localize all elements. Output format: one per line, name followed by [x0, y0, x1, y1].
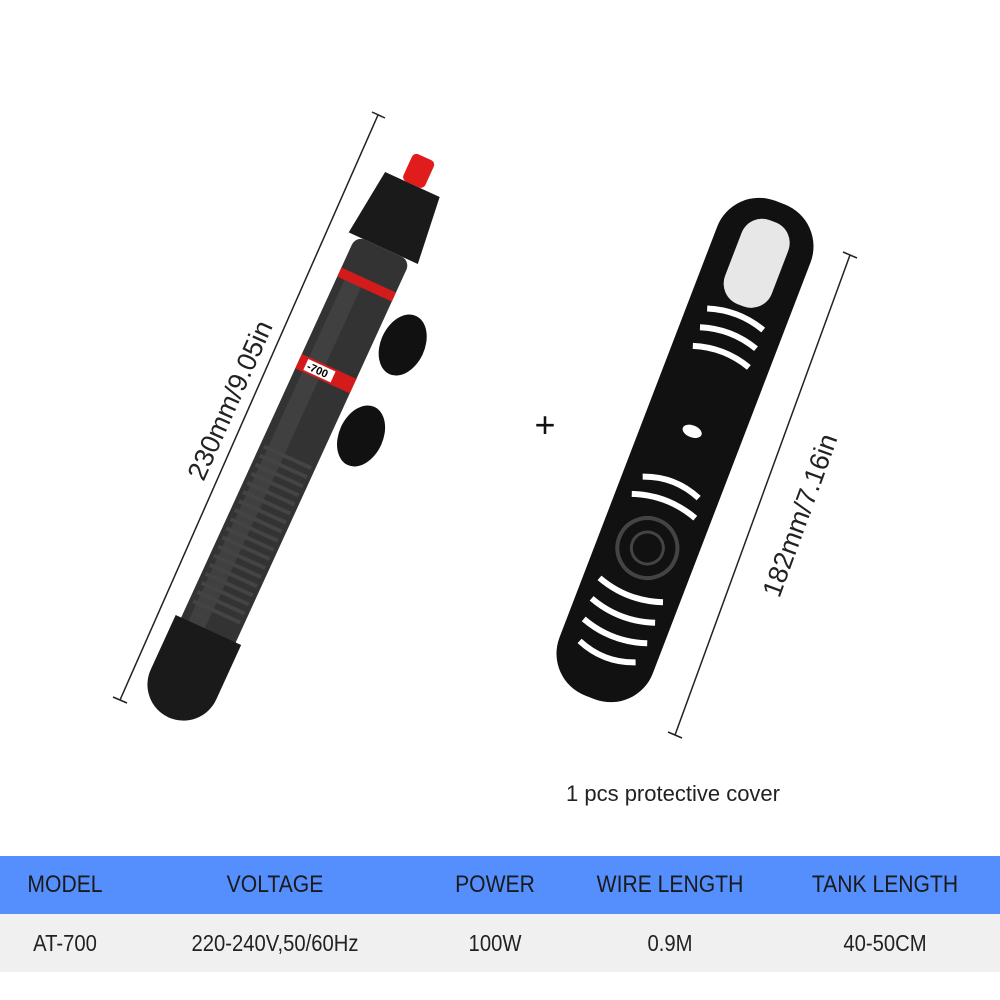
cell-power: 100W [468, 929, 522, 956]
suction-cup [337, 405, 386, 467]
table-header-row: MODEL VOLTAGE POWER WIRE LENGTH TANK LEN… [0, 856, 1000, 914]
header-wire-length: WIRE LENGTH [596, 871, 744, 898]
heater-end-cap [147, 615, 242, 721]
suction-cup [378, 314, 427, 376]
cell-model: AT-700 [33, 929, 97, 956]
adjust-knob [403, 153, 435, 188]
protective-cover [556, 197, 814, 703]
header-tank-length: TANK LENGTH [811, 871, 959, 898]
cover-dimension-line [667, 251, 858, 739]
table-row: AT-700 220-240V,50/60Hz 100W 0.9M 40-50C… [0, 914, 1000, 972]
header-model: MODEL [27, 871, 103, 898]
cell-wire-length: 0.9M [647, 929, 693, 956]
spec-table: MODEL VOLTAGE POWER WIRE LENGTH TANK LEN… [0, 856, 1000, 972]
caption: 1 pcs protective cover [566, 781, 780, 806]
plus-sign: + [534, 404, 555, 445]
cell-tank-length: 40-50CM [843, 929, 927, 956]
header-power: POWER [455, 871, 535, 898]
heater-dimension-line [112, 111, 386, 704]
header-voltage: VOLTAGE [226, 871, 324, 898]
cell-voltage: 220-240V,50/60Hz [191, 929, 359, 956]
heater: -700 [147, 153, 440, 721]
